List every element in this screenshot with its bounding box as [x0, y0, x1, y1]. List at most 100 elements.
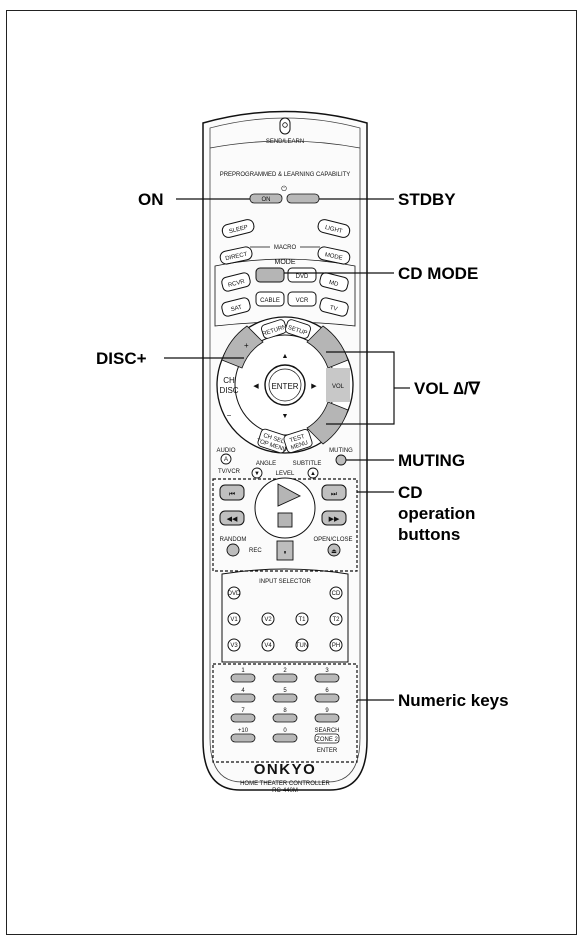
test-menu-button[interactable]	[283, 428, 313, 453]
sleep-button[interactable]	[221, 218, 255, 238]
input-t2-button[interactable]	[329, 612, 343, 626]
svg-text:1: 1	[241, 668, 245, 674]
key-6[interactable]	[314, 693, 340, 703]
pause-button[interactable]	[276, 540, 294, 561]
svg-text:TEST: TEST	[289, 434, 306, 445]
key-9[interactable]	[314, 713, 340, 723]
input-v4-button[interactable]	[261, 638, 275, 652]
svg-text:DISC: DISC	[219, 386, 238, 395]
input-v3-button[interactable]	[227, 638, 241, 652]
svg-text:CABLE: CABLE	[260, 298, 280, 304]
skip-back-button[interactable]	[219, 484, 245, 501]
svg-text:V2: V2	[264, 617, 272, 623]
svg-text:MENU: MENU	[290, 440, 309, 451]
key-2[interactable]	[272, 673, 298, 683]
svg-text:T2: T2	[332, 617, 340, 623]
key-4[interactable]	[230, 693, 256, 703]
input-ph-button[interactable]	[329, 638, 343, 652]
up-arrow-icon[interactable]: ▲	[282, 353, 289, 360]
muting-callout: MUTING	[398, 451, 466, 470]
key-5[interactable]	[272, 693, 298, 703]
svg-text:5: 5	[283, 688, 287, 694]
svg-text:T1: T1	[298, 617, 306, 623]
input-selector-panel	[221, 568, 349, 663]
key-8[interactable]	[272, 713, 298, 723]
svg-text:SETUP: SETUP	[287, 325, 308, 337]
svg-text:4: 4	[241, 688, 245, 694]
svg-text:TV/VCR: TV/VCR	[218, 469, 241, 475]
level-up-button[interactable]	[307, 467, 319, 479]
light-button[interactable]	[317, 218, 351, 238]
open-close-button[interactable]	[327, 543, 341, 557]
vol-up-button[interactable]	[306, 325, 349, 369]
key-1[interactable]	[230, 673, 256, 683]
md-mode-button[interactable]	[319, 272, 350, 292]
svg-text:2: 2	[283, 668, 287, 674]
key-7[interactable]	[230, 713, 256, 723]
skip-forward-button[interactable]	[321, 484, 347, 501]
rewind-button[interactable]	[219, 510, 245, 526]
down-arrow-icon[interactable]: ▼	[282, 413, 289, 420]
zone2-button[interactable]	[314, 733, 340, 744]
svg-text:LIGHT: LIGHT	[324, 225, 343, 235]
left-arrow-icon[interactable]: ◀	[253, 383, 259, 390]
svg-text:V3: V3	[230, 643, 238, 649]
return-button[interactable]	[260, 319, 287, 340]
svg-text:ENTER: ENTER	[317, 748, 338, 754]
svg-text:3: 3	[325, 668, 329, 674]
sat-button[interactable]	[221, 297, 252, 317]
input-v1-button[interactable]	[227, 612, 241, 626]
muting-button[interactable]	[335, 454, 347, 466]
key-plus10[interactable]	[230, 733, 256, 743]
right-arrow-icon[interactable]: ▶	[311, 383, 317, 390]
svg-text:ZONE 2: ZONE 2	[316, 737, 338, 743]
random-button[interactable]	[226, 543, 240, 557]
svg-text:PH: PH	[332, 643, 340, 649]
stdby-button[interactable]	[286, 193, 320, 204]
ch-down-sign: −	[227, 411, 232, 420]
input-v2-button[interactable]	[261, 612, 275, 626]
input-dvd-button[interactable]	[227, 586, 241, 600]
on-callout: ON	[138, 190, 164, 209]
cd-mode-button[interactable]	[255, 267, 285, 283]
cd-mode-callout: CD MODE	[398, 264, 479, 283]
eject-icon: ⏏	[331, 549, 337, 555]
power-icon: ⏻	[281, 185, 287, 193]
capability-label: PREPROGRAMMED & LEARNING CAPABILITY	[220, 172, 351, 178]
key-0[interactable]	[272, 733, 298, 743]
svg-text:8: 8	[283, 708, 287, 714]
svg-text:VOL: VOL	[332, 384, 345, 390]
level-up-icon: ▲	[310, 471, 316, 477]
brand-logo: ONKYO	[254, 761, 317, 778]
vcr-button[interactable]	[287, 291, 317, 307]
audio-button[interactable]	[220, 453, 232, 465]
key-3[interactable]	[314, 673, 340, 683]
vol-down-button[interactable]	[306, 401, 349, 445]
svg-text:LEVEL: LEVEL	[276, 471, 295, 477]
rcvr-button[interactable]	[221, 272, 252, 292]
input-t1-button[interactable]	[295, 612, 309, 626]
numeric-keys-callout: Numeric keys	[398, 691, 509, 710]
fast-forward-button[interactable]	[321, 510, 347, 526]
tv-button[interactable]	[319, 297, 350, 317]
input-buttons: DVD CD V1 V2 T1 T2 V3 V4 TUN PH	[227, 586, 343, 652]
play-button[interactable]	[277, 483, 302, 507]
input-cd-button[interactable]	[329, 586, 343, 600]
svg-text:RCVR: RCVR	[228, 279, 247, 289]
skip-back-icon: ⏮	[229, 491, 235, 498]
disc-plus-sign: +	[244, 341, 249, 350]
svg-text:RANDOM: RANDOM	[220, 537, 247, 543]
svg-text:AUDIO: AUDIO	[216, 448, 235, 454]
level-down-button[interactable]	[251, 467, 263, 479]
cable-button[interactable]	[255, 291, 285, 307]
stop-button[interactable]	[277, 512, 293, 528]
input-tun-button[interactable]	[295, 638, 309, 652]
cd-ops-callout-3: buttons	[398, 525, 461, 544]
enter-button[interactable]	[264, 364, 306, 406]
mode-row-1: RCVR DVD MD	[221, 267, 350, 292]
svg-text:MUTING: MUTING	[329, 448, 353, 454]
level-down-icon: ▼	[254, 471, 260, 477]
dvd-mode-button[interactable]	[287, 267, 317, 283]
setup-button[interactable]	[284, 319, 311, 340]
